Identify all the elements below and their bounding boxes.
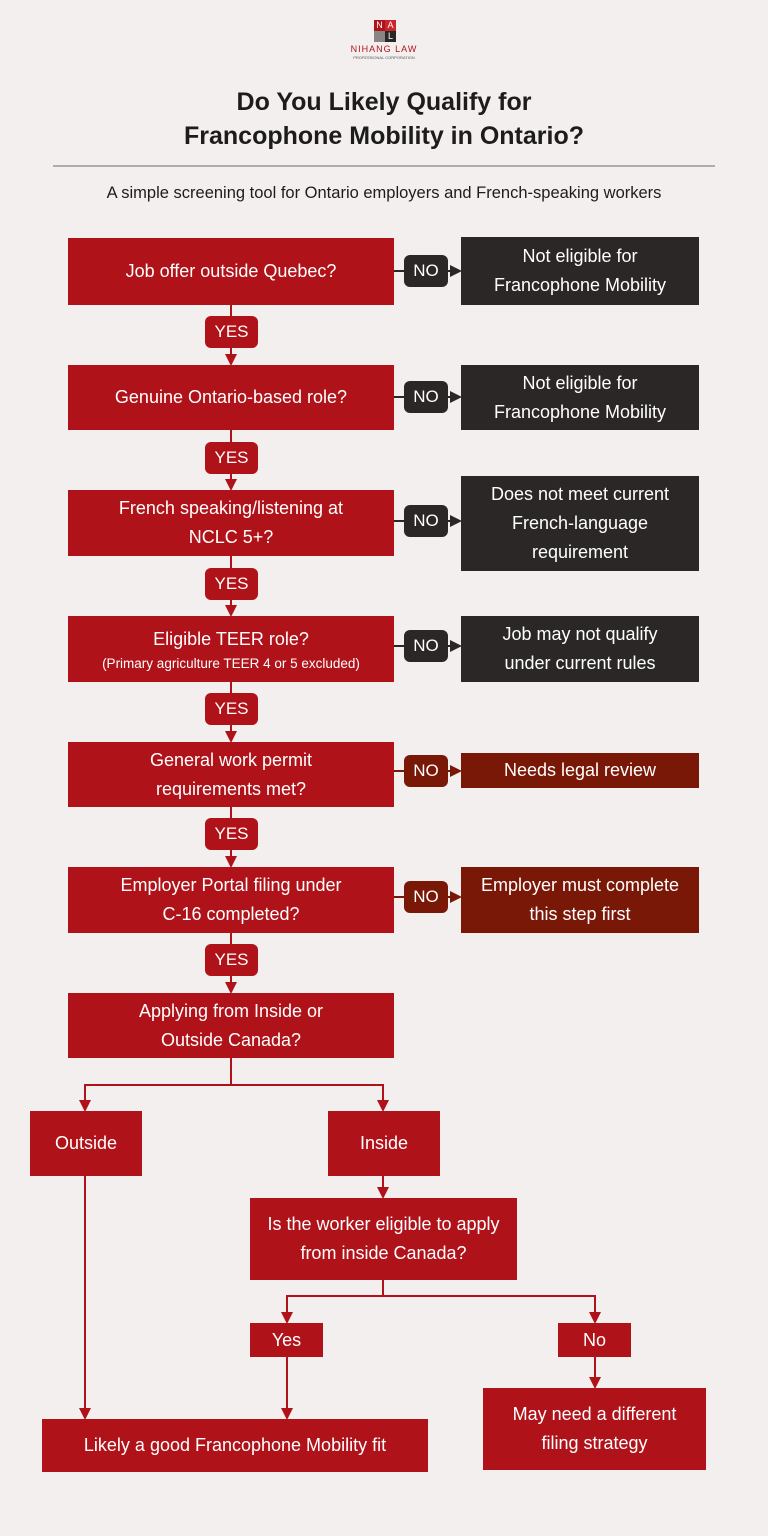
question-inside-eligible: Is the worker eligible to apply from ins… [250, 1198, 517, 1280]
result-legal-review: Needs legal review [461, 753, 699, 788]
page-title-line1: Do You Likely Qualify for [236, 88, 532, 116]
no-label: NO [404, 255, 448, 287]
question-ontario-role: Genuine Ontario-based role? [68, 365, 394, 430]
question-location: Applying from Inside or Outside Canada? [68, 993, 394, 1058]
logo-tagline: PROFESSIONAL CORPORATION [353, 55, 415, 60]
result-french-requirement: Does not meet current French-language re… [461, 476, 699, 571]
yes-label: YES [205, 693, 258, 725]
result-employer-step: Employer must complete this step first [461, 867, 699, 933]
branch-yes: Yes [250, 1323, 323, 1357]
no-label: NO [404, 881, 448, 913]
question-job-offer: Job offer outside Quebec? [68, 238, 394, 305]
no-label: NO [404, 381, 448, 413]
subtitle: A simple screening tool for Ontario empl… [106, 184, 662, 202]
question-teer-text: Eligible TEER role? [153, 628, 309, 649]
question-work-permit: General work permit requirements met? [68, 742, 394, 807]
yes-label: YES [205, 316, 258, 348]
no-label: NO [404, 505, 448, 537]
page-title-line2: Francophone Mobility in Ontario? [184, 122, 584, 150]
branch-inside: Inside [328, 1111, 440, 1176]
result-different-strategy: May need a different filing strategy [483, 1388, 706, 1470]
yes-label: YES [205, 818, 258, 850]
result-good-fit: Likely a good Francophone Mobility fit [42, 1419, 428, 1472]
question-french-level: French speaking/listening at NCLC 5+? [68, 490, 394, 556]
result-not-eligible: Not eligible for Francophone Mobility [461, 237, 699, 305]
logo-emblem [374, 31, 385, 42]
result-not-eligible: Not eligible for Francophone Mobility [461, 365, 699, 430]
yes-label: YES [205, 944, 258, 976]
logo-letter: A [385, 20, 396, 31]
no-label: NO [404, 630, 448, 662]
logo-letter: N [374, 20, 385, 31]
question-employer-portal: Employer Portal filing under C-16 comple… [68, 867, 394, 933]
logo-name: NIHANG LAW [350, 44, 418, 54]
no-label: NO [404, 755, 448, 787]
branch-outside: Outside [30, 1111, 142, 1176]
result-job-may-not-qualify: Job may not qualify under current rules [461, 616, 699, 682]
logo-letter: L [385, 31, 396, 42]
question-teer-note: (Primary agriculture TEER 4 or 5 exclude… [102, 655, 360, 671]
yes-label: YES [205, 568, 258, 600]
question-teer: Eligible TEER role? (Primary agriculture… [68, 616, 394, 682]
logo: N A L [374, 20, 396, 42]
branch-no: No [558, 1323, 631, 1357]
yes-label: YES [205, 442, 258, 474]
